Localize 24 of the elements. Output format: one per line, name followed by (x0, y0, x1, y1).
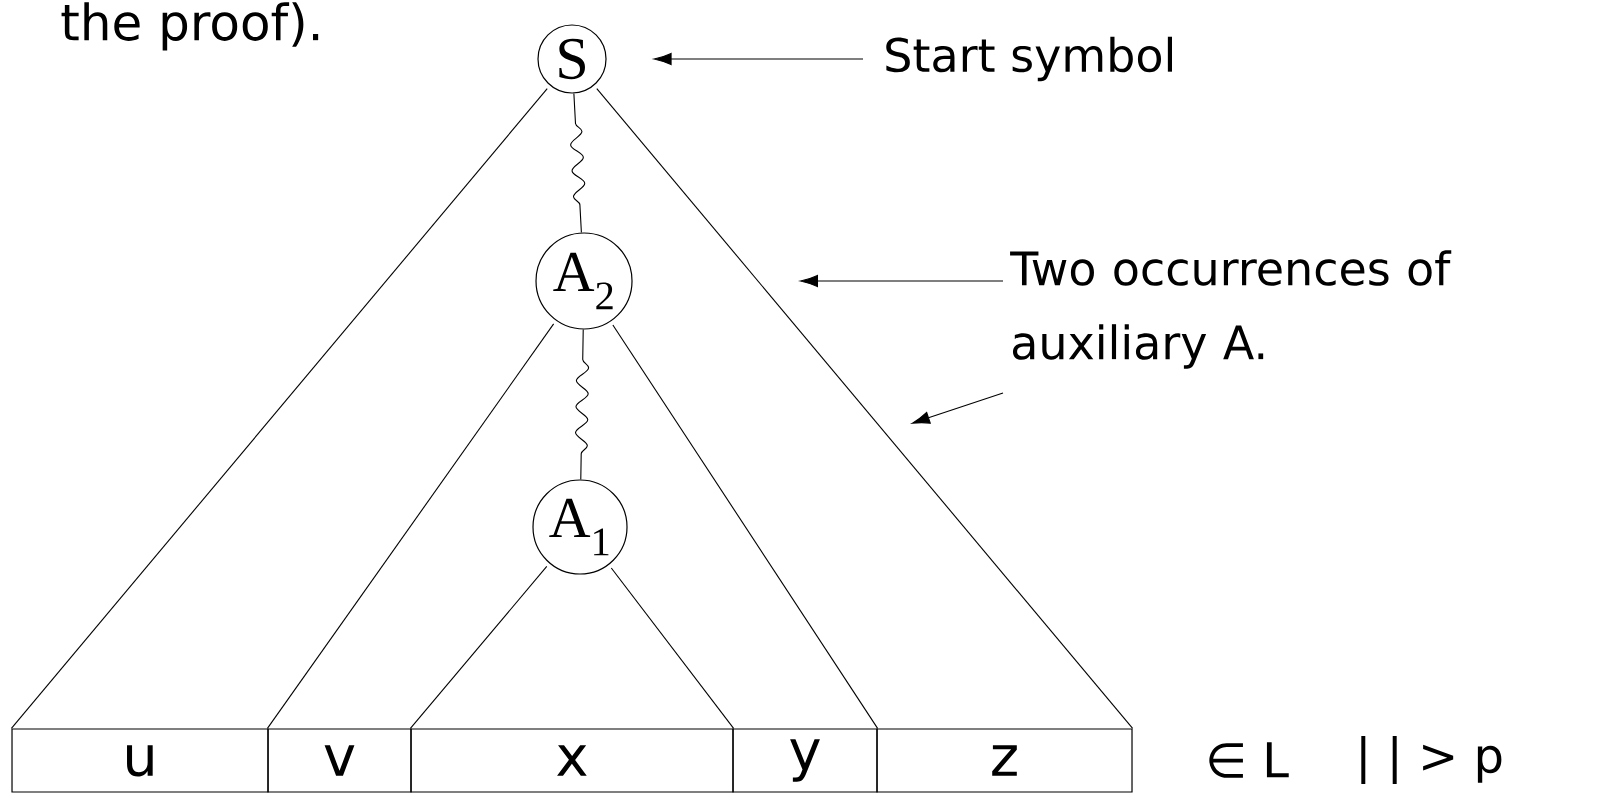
arrow (653, 52, 864, 66)
string-segment-box: x (410, 728, 734, 793)
tree-branch (409, 565, 548, 729)
derivation-path (570, 93, 586, 233)
tree-branch (10, 88, 548, 729)
tree-node: S (537, 24, 607, 94)
math-text: ∈ L (1209, 742, 1289, 778)
string-segment-box: z (876, 728, 1133, 793)
string-segment-box: v (267, 728, 412, 793)
tree-node: A$_{1}$ (532, 479, 628, 575)
derivation-path (575, 329, 590, 480)
annotation-text: Start symbol (886, 36, 1172, 82)
annotation-text: Two occurrences of auxiliary A. (1010, 250, 1452, 369)
string-segment-box: y (732, 728, 878, 793)
arrow (800, 274, 1004, 288)
heading-text: the proof). (61, 2, 319, 51)
arrow (911, 392, 1004, 424)
math-text: | | > p (1361, 736, 1502, 784)
tree-branch (612, 324, 879, 729)
tree-branch (266, 323, 555, 729)
tree-branch (596, 88, 1134, 729)
string-segment-box: u (11, 728, 269, 793)
tree-branch (610, 567, 735, 729)
tree-node: A$_{2}$ (535, 232, 633, 330)
